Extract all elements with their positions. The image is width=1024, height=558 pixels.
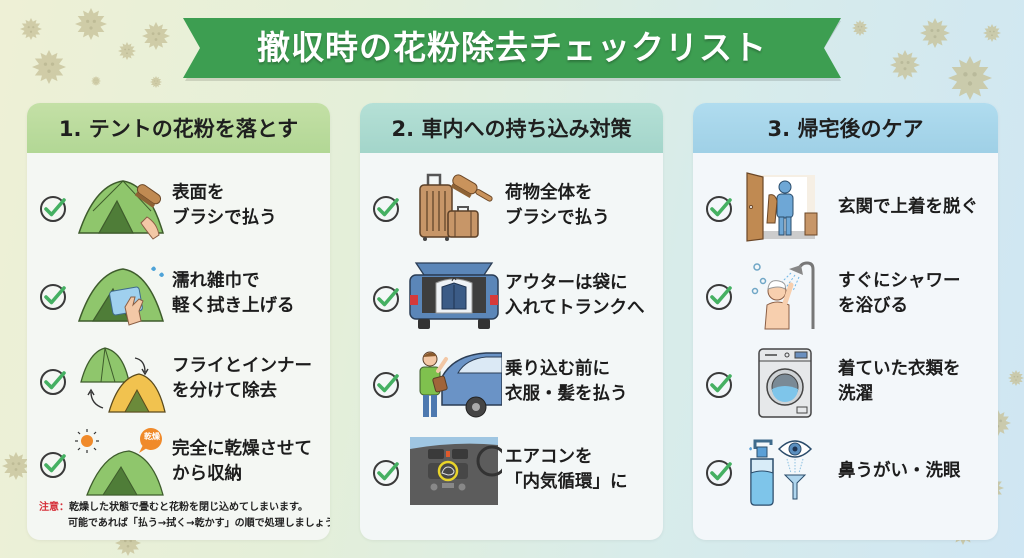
- title-banner: 撤収時の花粉除去チェックリスト: [183, 18, 841, 81]
- section-header: 2. 車内への持ち込み対策: [360, 103, 663, 153]
- checklist-item[interactable]: 荷物全体をブラシで払う: [360, 169, 663, 245]
- car-ac-recirculation-icon: [410, 437, 502, 505]
- checklist-item[interactable]: 表面をブラシで払う: [27, 169, 330, 245]
- section-header: 3. 帰宅後のケア: [693, 103, 998, 153]
- item-label: 濡れ雑巾で軽く拭き上げる: [172, 271, 295, 316]
- check-circle-icon[interactable]: [372, 283, 402, 313]
- dry-badge: 乾燥: [144, 432, 160, 441]
- pollen-icon: [75, 8, 107, 40]
- pollen-icon: [118, 42, 136, 60]
- pollen-icon: [920, 18, 950, 48]
- washing-machine-icon: [758, 348, 812, 418]
- ribbon-shape: [183, 18, 841, 81]
- section-header: 1. テントの花粉を落とす: [27, 103, 330, 153]
- tent-wet-cloth-icon: [77, 266, 165, 326]
- checklist-item[interactable]: 乗り込む前に衣服・髪を払う: [360, 345, 663, 421]
- car-trunk-jacket-icon: [409, 262, 499, 329]
- checklist-item[interactable]: アウターは袋に入れてトランクへ: [360, 259, 663, 335]
- pollen-icon: [1008, 370, 1024, 386]
- pollen-icon: [948, 56, 992, 100]
- checklist-item[interactable]: すぐにシャワーを浴びる: [693, 257, 998, 333]
- caution-text-line1: 乾燥した状態で畳むと花粉を閉じ込めてしまいます。: [69, 502, 308, 513]
- check-circle-icon[interactable]: [372, 369, 402, 399]
- caution-text-line2: 可能であれば「払う→拭く→乾かす」の順で処理しましょう。: [68, 518, 330, 529]
- pollen-icon: [852, 20, 868, 36]
- shower-icon: [751, 261, 815, 330]
- item-label: フライとインナーを分けて除去: [172, 356, 312, 401]
- tent-brush-icon: [77, 180, 165, 240]
- checklist-item[interactable]: 着ていた衣類を洗濯: [693, 345, 998, 421]
- pollen-icon: [91, 76, 101, 86]
- entrance-door-coat-icon: [746, 172, 818, 242]
- check-circle-icon[interactable]: [705, 193, 735, 223]
- person-brushing-by-car-icon: [419, 351, 502, 418]
- item-label: アウターは袋に入れてトランクへ: [505, 273, 645, 318]
- check-circle-icon[interactable]: [39, 193, 69, 223]
- checklist-item[interactable]: 玄関で上着を脱ぐ: [693, 169, 998, 245]
- pollen-icon: [20, 18, 42, 40]
- checklist-item[interactable]: エアコンを「内気循環」に: [360, 433, 663, 509]
- pollen-icon: [32, 50, 66, 84]
- check-circle-icon[interactable]: [705, 281, 735, 311]
- tent-sun-dry-icon: [75, 428, 164, 496]
- item-label: 乗り込む前に衣服・髪を払う: [505, 359, 628, 404]
- checklist-item[interactable]: 鼻うがい・洗眼: [693, 433, 998, 509]
- check-circle-icon[interactable]: [705, 457, 735, 487]
- check-circle-icon[interactable]: [39, 366, 69, 396]
- check-circle-icon[interactable]: [372, 193, 402, 223]
- item-label: 鼻うがい・洗眼: [838, 461, 961, 481]
- caution-note: 注意：乾燥した状態で畳むと花粉を閉じ込めてしまいます。 可能であれば「払う→拭く…: [39, 500, 330, 532]
- checklist-item[interactable]: 濡れ雑巾で軽く拭き上げる: [27, 257, 330, 333]
- item-label: 表面をブラシで払う: [172, 183, 277, 228]
- section-tent: 1. テントの花粉を落とす 表面をブラシで払う 濡れ雑巾で軽: [27, 103, 330, 540]
- pollen-icon: [2, 452, 30, 480]
- check-circle-icon[interactable]: [39, 449, 69, 479]
- section-car: 2. 車内への持ち込み対策 荷物全体をブラシで払う: [360, 103, 663, 540]
- item-label: 完全に乾燥させてから収納: [172, 439, 312, 484]
- caution-label: 注意：: [39, 502, 69, 513]
- item-label: 着ていた衣類を洗濯: [838, 359, 961, 404]
- check-circle-icon[interactable]: [705, 369, 735, 399]
- check-circle-icon[interactable]: [372, 457, 402, 487]
- nasal-rinse-eyewash-icon: [749, 439, 813, 506]
- checklist-item[interactable]: フライとインナーを分けて除去: [27, 342, 330, 418]
- luggage-brush-icon: [419, 173, 493, 241]
- pollen-icon: [983, 24, 1001, 42]
- tent-fly-inner-icon: [80, 347, 166, 413]
- item-label: すぐにシャワーを浴びる: [838, 271, 961, 316]
- checklist-item[interactable]: 乾燥 完全に乾燥させてから収納: [27, 425, 330, 501]
- pollen-icon: [890, 50, 920, 80]
- section-home: 3. 帰宅後のケア 玄関で上着を脱ぐ: [693, 103, 998, 540]
- item-label: エアコンを「内気循環」に: [505, 447, 628, 492]
- item-label: 荷物全体をブラシで払う: [505, 183, 610, 228]
- item-label: 玄関で上着を脱ぐ: [838, 197, 978, 217]
- check-circle-icon[interactable]: [39, 281, 69, 311]
- pollen-icon: [142, 22, 170, 50]
- pollen-icon: [150, 76, 162, 88]
- page-title: 撤収時の花粉除去チェックリスト: [257, 28, 767, 67]
